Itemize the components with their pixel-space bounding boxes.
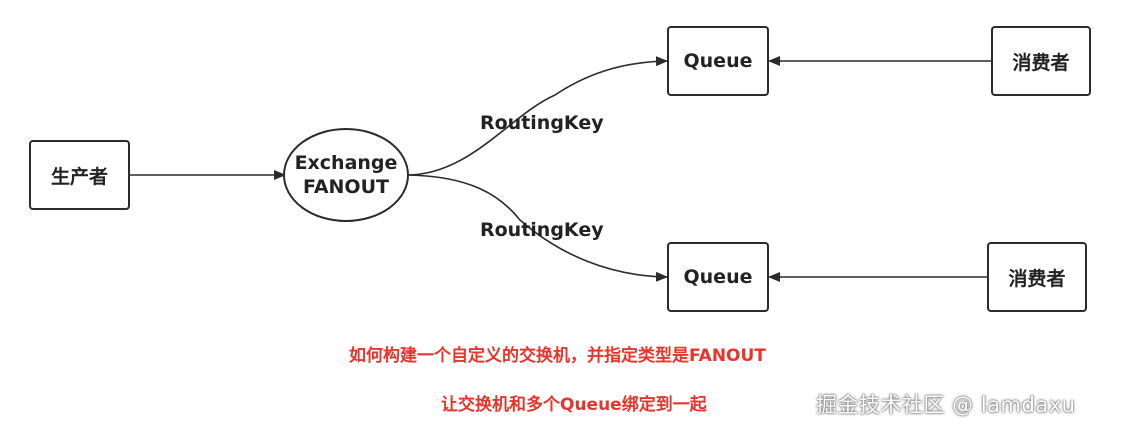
queue-node-bottom: Queue [667,242,769,312]
producer-node: 生产者 [29,140,130,210]
watermark-text: 掘金技术社区 @ lamdaxu [816,393,1076,417]
exchange-label-name: Exchange [294,152,398,174]
exchange-node: Exchange FANOUT [284,129,408,221]
producer-label: 生产者 [50,165,108,188]
arrow-exchange-to-queue-bottom [406,174,668,282]
consumer-node-bottom: 消费者 [987,242,1087,312]
queue-node-top: Queue [667,26,769,96]
note-line-2: 让交换机和多个Queue绑定到一起 [441,395,707,415]
exchange-label-type: FANOUT [303,176,389,198]
queue-top-label: Queue [683,50,753,72]
queue-bottom-label: Queue [683,266,753,288]
routing-key-label-bottom: RoutingKey [480,219,604,241]
note-line-1: 如何构建一个自定义的交换机，并指定类型是FANOUT [349,346,766,366]
consumer-top-label: 消费者 [1012,51,1070,74]
consumer-bottom-label: 消费者 [1008,267,1066,290]
routing-key-label-top: RoutingKey [480,112,604,134]
consumer-node-top: 消费者 [991,26,1091,96]
arrow-exchange-to-queue-top [406,56,668,176]
